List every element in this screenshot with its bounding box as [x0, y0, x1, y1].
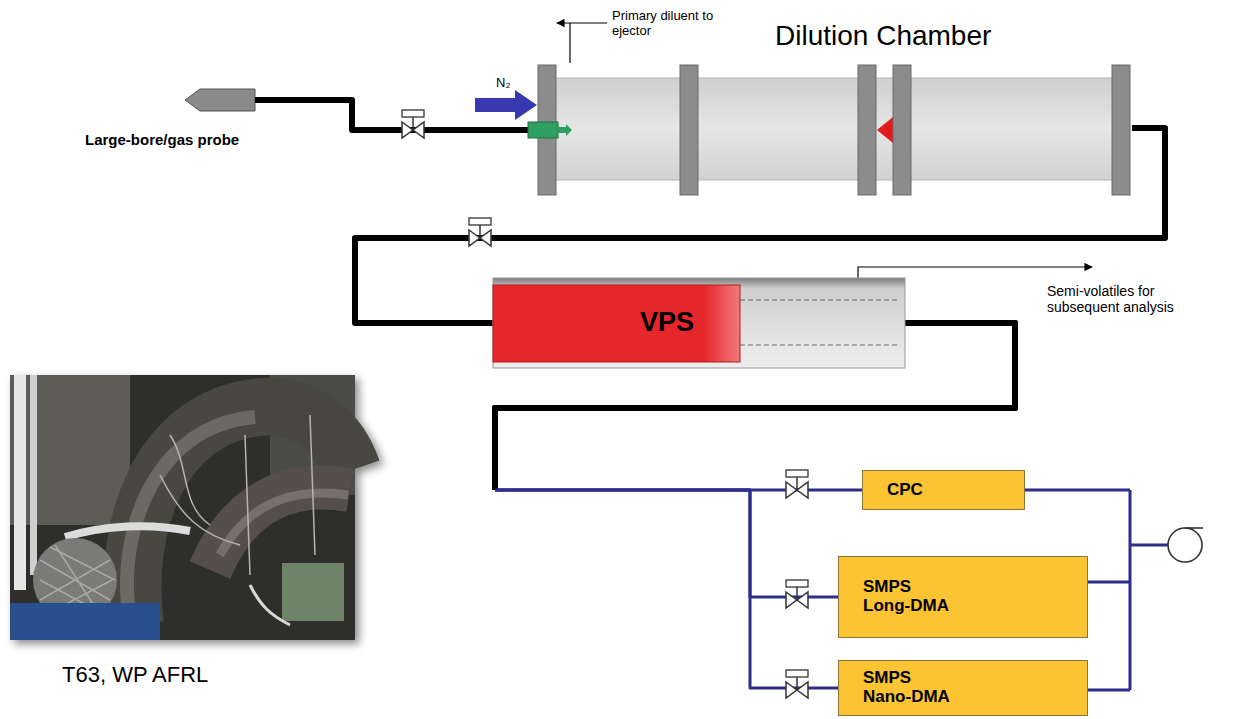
valve-symbol — [402, 110, 424, 138]
chamber-flange — [858, 65, 876, 195]
flow-line-segment — [495, 490, 838, 688]
vps-tube-wall — [740, 299, 900, 300]
leader-line — [569, 23, 570, 63]
chamber-heading: Dilution Chamber — [775, 20, 991, 52]
engine-photo — [10, 375, 355, 640]
chamber-body — [555, 78, 1114, 180]
instrument-box: SMPS Long-DMA — [838, 556, 1088, 638]
leader-arrow — [557, 22, 607, 23]
valve-symbol — [469, 218, 491, 246]
vps-tube-wall — [740, 344, 900, 345]
pump-symbol — [1168, 528, 1203, 562]
annotation-label: Primary diluent to ejector — [612, 9, 724, 39]
annotation-label: Large-bore/gas probe — [85, 131, 239, 148]
instrument-name: SMPS Nano-DMA — [863, 669, 963, 706]
valve-symbol — [786, 670, 808, 698]
orifice-cone — [877, 117, 893, 143]
vps-name: VPS — [640, 307, 694, 338]
chamber-flange — [893, 65, 911, 195]
valve-symbol — [786, 580, 808, 608]
flow-line-segment — [495, 490, 838, 597]
chamber-flange — [1112, 65, 1130, 195]
instrument-name: SMPS Long-DMA — [863, 578, 963, 615]
instrument-name: CPC — [887, 481, 923, 500]
valve-symbol — [786, 470, 808, 498]
vps-unit: VPS — [493, 278, 905, 368]
instrument-box: CPC — [862, 470, 1025, 510]
annotation-label: Semi-volatiles for subsequent analysis — [1047, 283, 1197, 315]
annotation-label: N₂ — [496, 76, 510, 91]
vps-outline — [493, 278, 905, 368]
chamber-flange — [680, 65, 698, 195]
ejector-arrow — [558, 124, 572, 136]
dilution-chamber: Dilution Chamber — [528, 15, 1132, 197]
vps-body — [493, 278, 905, 368]
nitrogen-arrow — [475, 90, 537, 120]
vps-heater — [493, 285, 740, 362]
ejector — [528, 122, 558, 138]
photo-caption: T63, WP AFRL — [62, 662, 208, 687]
gas-probe — [185, 89, 255, 111]
instrument-box: SMPS Nano-DMA — [838, 660, 1088, 716]
